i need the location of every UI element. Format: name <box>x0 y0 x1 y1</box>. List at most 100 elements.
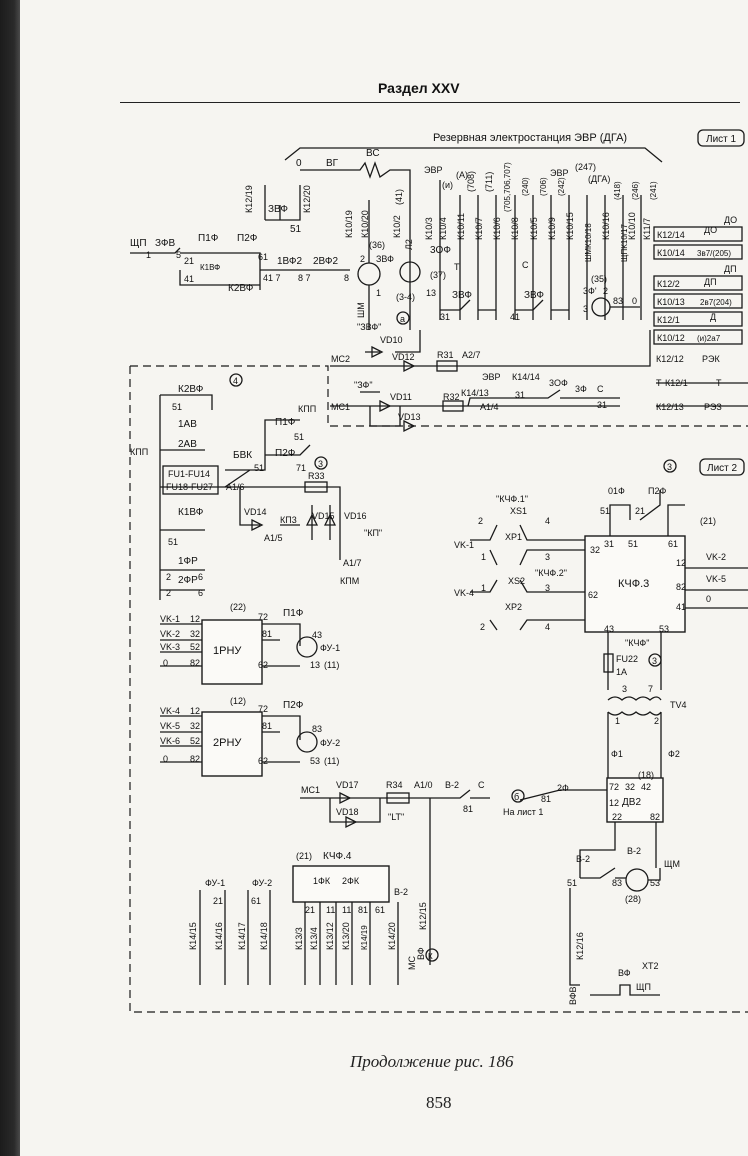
marker-3b <box>663 459 677 473</box>
label: 31 <box>597 400 607 410</box>
vs-wire <box>300 161 411 330</box>
label: П2Ф <box>648 486 666 496</box>
label: (и) <box>442 180 453 190</box>
label: 2Ф <box>557 783 569 793</box>
label: 3 <box>545 552 550 562</box>
label: "LT" <box>388 812 404 822</box>
label: 2 <box>480 622 485 632</box>
label: К12/1 <box>665 378 688 388</box>
label: 2 <box>654 716 659 726</box>
label: К10/14 <box>657 248 685 258</box>
label: К10/20 <box>360 210 370 238</box>
label: FU1-FU14 <box>168 469 210 479</box>
label: К2ВФ <box>228 283 254 294</box>
box-k10-13 <box>653 293 743 309</box>
label: 61 <box>668 539 678 549</box>
lt-net <box>300 789 490 965</box>
label: VD13 <box>398 412 421 422</box>
label: 4 <box>545 516 550 526</box>
dv2-block <box>606 777 664 823</box>
label: К14/17 <box>237 922 247 950</box>
label: 62 <box>258 756 268 766</box>
label: 51 <box>567 878 577 888</box>
lamp-3f-icon <box>591 297 611 317</box>
label: R31 <box>437 350 454 360</box>
diodes-vd10-vd12 <box>371 345 416 373</box>
label: 3 <box>667 462 672 472</box>
label: В-2 <box>627 846 641 856</box>
label: 0 <box>296 158 302 169</box>
label: 0 <box>163 658 168 668</box>
label: ЗВФ <box>524 290 544 301</box>
label: На лист 1 <box>503 807 543 817</box>
label: ШМК10/18 <box>584 223 593 262</box>
label: А1/7 <box>343 558 362 568</box>
label: VD16 <box>344 511 367 521</box>
label: ШМ <box>356 302 366 318</box>
diodes-vd14-vd16 <box>251 513 337 532</box>
label: "КП" <box>364 528 382 538</box>
label: б <box>514 792 519 802</box>
label: 12 <box>190 706 200 716</box>
label: ДВ2 <box>622 797 641 808</box>
motor-shm-icon <box>357 262 381 286</box>
label: (705,706,707) <box>503 162 512 212</box>
label: Д <box>710 312 716 322</box>
motor-shm2-icon <box>625 868 649 892</box>
scan-edge <box>0 0 20 1156</box>
label: К12/14 <box>657 230 685 240</box>
label: R34 <box>386 780 403 790</box>
label: "ЗВФ" <box>357 322 381 332</box>
label: 13 <box>426 288 436 298</box>
label: 72 <box>258 612 268 622</box>
label: 2 <box>166 588 171 598</box>
label: VK-2 <box>160 629 180 639</box>
label: 51 <box>290 224 302 235</box>
label: (11) <box>324 660 339 670</box>
label: "КЧФ.2" <box>535 568 567 578</box>
label: П1Ф <box>275 417 296 428</box>
fu2-meter-icon <box>296 731 318 753</box>
marker-a <box>396 311 410 325</box>
label: 41 <box>184 274 194 284</box>
label: 43 <box>312 630 322 640</box>
label: ЩП <box>130 238 147 249</box>
label: 22 <box>612 812 622 822</box>
k10-bus <box>439 180 642 320</box>
label: С <box>597 384 604 394</box>
label: К10/9 <box>547 217 557 240</box>
shp-branch <box>179 269 350 286</box>
label: БВК <box>233 450 252 461</box>
label: 8 <box>344 273 349 283</box>
label: 2ВФ2 <box>313 256 339 267</box>
label: ДП <box>704 277 717 287</box>
rez-lines <box>656 382 748 407</box>
label: К13/20 <box>341 922 351 950</box>
label: 3 <box>583 304 588 314</box>
label: 81 <box>262 721 272 731</box>
label: 8 7 <box>298 273 311 283</box>
label: 32 <box>625 782 635 792</box>
label: К10/12 <box>657 333 685 343</box>
label: (240) <box>521 177 530 196</box>
label: (708) <box>466 171 476 192</box>
label: А2/7 <box>462 350 481 360</box>
label: К14/15 <box>188 922 198 950</box>
label: П1Ф <box>283 608 304 619</box>
label: ЗВФ <box>268 204 288 215</box>
xs2-connector <box>470 579 585 631</box>
label: (11) <box>324 756 339 766</box>
label: 81 <box>262 629 272 639</box>
label: МС1 <box>331 402 350 412</box>
label: 32 <box>590 545 600 555</box>
label: (А) <box>456 170 468 180</box>
label: 1 <box>376 288 381 298</box>
label: П2Ф <box>283 700 304 711</box>
label: 52 <box>190 736 200 746</box>
label: П2Ф <box>237 233 258 244</box>
label: 41 <box>510 312 520 322</box>
label: ЩП <box>636 982 651 992</box>
label: VK-1 <box>160 614 180 624</box>
marker-3 <box>314 456 328 470</box>
label: К12/19 <box>244 185 254 213</box>
